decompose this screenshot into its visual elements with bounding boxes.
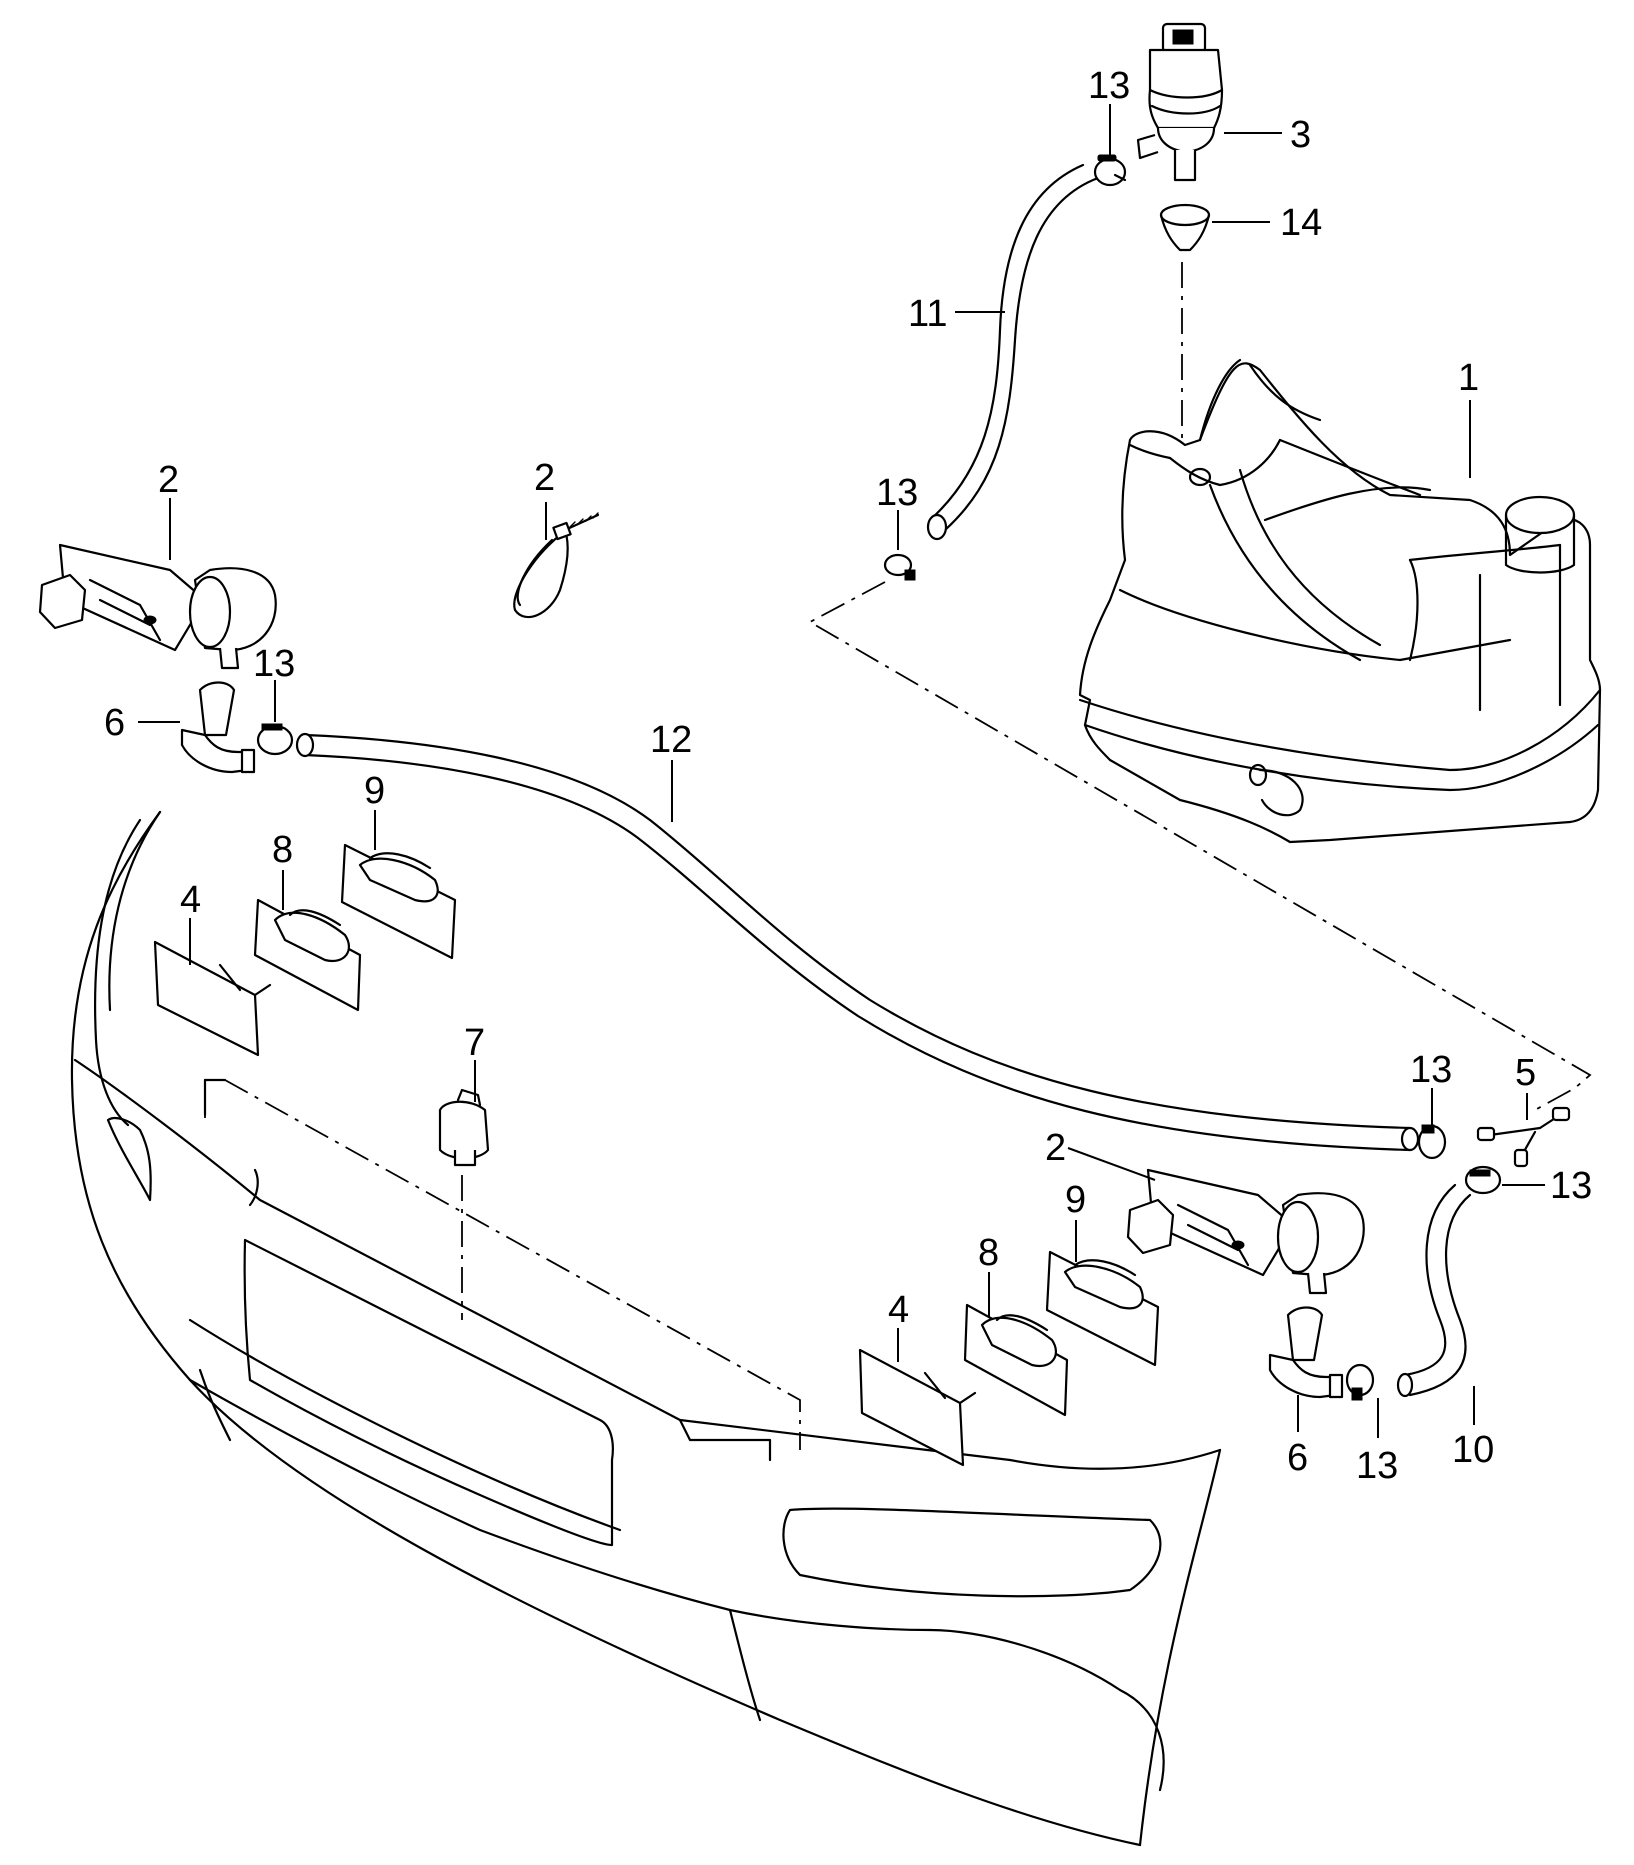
callout-2-left: 2 (158, 459, 179, 501)
callout-leaders (138, 104, 1545, 1438)
callout-13-right-upper: 13 (1410, 1049, 1452, 1091)
callout-6-left: 6 (104, 702, 125, 744)
callout-13-top: 13 (1088, 65, 1130, 107)
hose-12 (295, 732, 1420, 1152)
hose-clamp-left (256, 723, 294, 756)
callout-2-center: 2 (534, 457, 555, 499)
hose-clamp-top (1093, 154, 1127, 187)
nozzle-seal-left (340, 843, 457, 960)
nozzle-cover-left (153, 940, 272, 1057)
washer-jet-pump-left (38, 543, 277, 670)
hose-clamp-right-upper (1417, 1124, 1447, 1160)
hose-clamp-right-mid (1464, 1165, 1502, 1195)
callout-13-left: 13 (253, 643, 295, 685)
hose-clamp-mid (883, 553, 916, 581)
callout-1: 1 (1458, 357, 1479, 399)
t-piece-connector (1476, 1106, 1571, 1168)
callout-13-right-lower: 13 (1356, 1445, 1398, 1487)
callout-13-right-mid: 13 (1550, 1165, 1592, 1207)
front-bumper (70, 810, 1222, 1847)
nozzle-cover-right (858, 1348, 977, 1467)
pump-grommet (1159, 203, 1211, 252)
washer-nozzle-right (963, 1303, 1069, 1417)
washer-fluid-reservoir (1078, 358, 1602, 844)
washer-nozzle-left (253, 898, 362, 1012)
callout-14: 14 (1280, 202, 1322, 244)
callout-5: 5 (1515, 1052, 1536, 1094)
fastening-clip (438, 1088, 490, 1167)
hose-clamp-right-lower (1345, 1363, 1375, 1401)
assembly-guide-lines (204, 262, 1592, 1450)
callout-9-left: 9 (364, 770, 385, 812)
callout-12: 12 (650, 719, 692, 761)
callout-2-right: 2 (1045, 1127, 1066, 1169)
callout-13-mid: 13 (876, 472, 918, 514)
cable-tie (513, 512, 600, 619)
callout-10: 10 (1452, 1429, 1494, 1471)
callout-9-right: 9 (1065, 1179, 1086, 1221)
nozzle-seal-right (1045, 1250, 1160, 1367)
washer-pump (1136, 22, 1224, 182)
elbow-connector-right (1268, 1306, 1344, 1399)
hose-10 (1396, 1183, 1472, 1398)
callout-3: 3 (1290, 114, 1311, 156)
callout-6-right: 6 (1287, 1437, 1308, 1479)
callout-4-right: 4 (888, 1289, 909, 1331)
callout-4-left: 4 (180, 879, 201, 921)
callout-labels: 1 2 2 2 3 4 4 5 6 6 7 8 8 9 9 10 11 12 1… (104, 65, 1592, 1487)
elbow-connector-left (180, 681, 256, 774)
callout-7: 7 (464, 1022, 485, 1064)
callout-11: 11 (908, 293, 947, 335)
washer-jet-pump-right (1126, 1168, 1365, 1295)
callout-8-left: 8 (272, 829, 293, 871)
hose-11 (926, 163, 1100, 541)
callout-8-right: 8 (978, 1232, 999, 1274)
